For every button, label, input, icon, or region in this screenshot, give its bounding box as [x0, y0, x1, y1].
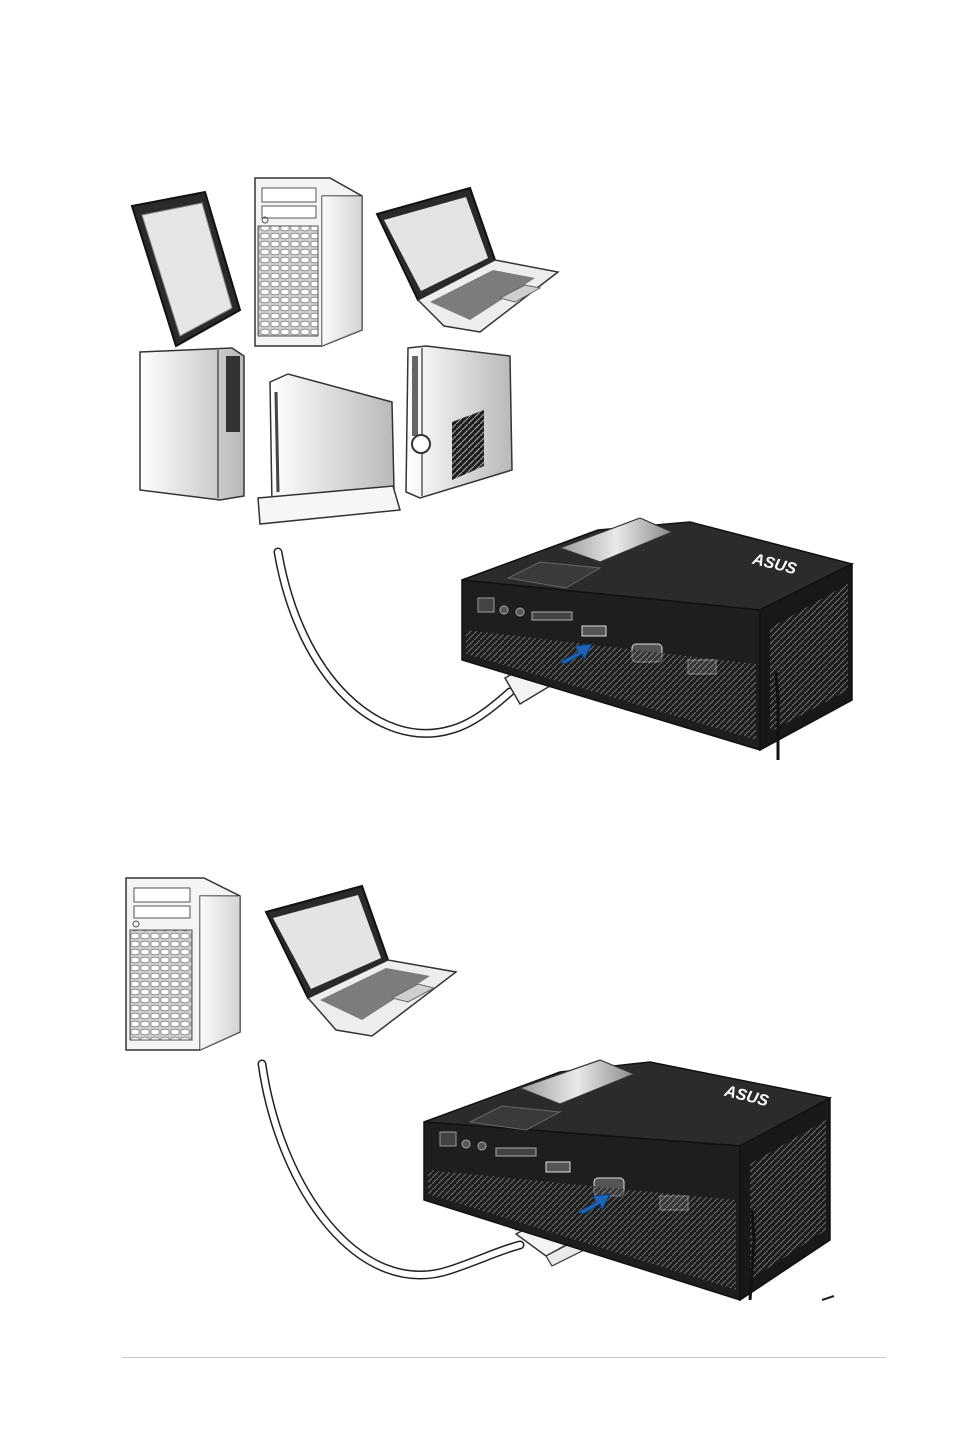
desktop-tower-icon	[126, 878, 240, 1050]
hdmi-port	[546, 1162, 570, 1172]
laptop-icon	[266, 886, 456, 1036]
hdmi-port	[582, 626, 606, 636]
hdmi-connection-figure: ASUS	[0, 160, 954, 760]
game-console-icon	[140, 348, 244, 500]
vga-connection-figure: ASUS	[0, 860, 954, 1310]
port	[440, 1132, 456, 1146]
game-console-icon	[406, 346, 512, 498]
projector-icon: ASUS	[462, 518, 852, 760]
port	[478, 598, 494, 612]
tablet-icon	[132, 192, 240, 346]
projector-icon: ASUS	[424, 1060, 830, 1300]
laptop-icon	[377, 188, 558, 332]
footer-rule	[122, 1357, 886, 1358]
game-console-icon	[258, 374, 400, 524]
desktop-tower-icon	[255, 178, 362, 346]
